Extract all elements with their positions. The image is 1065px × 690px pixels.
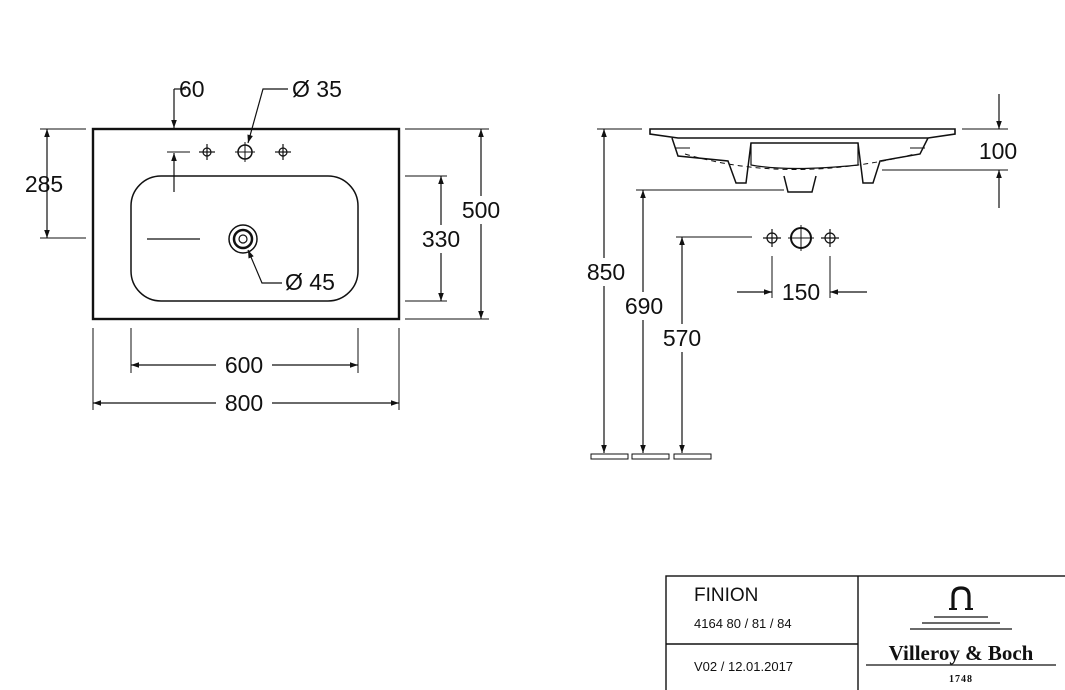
brand-logo-icon <box>910 586 1012 630</box>
basin-outline <box>91 127 401 321</box>
top-view <box>40 88 489 410</box>
optional-hole-front-left <box>763 229 781 247</box>
floor-mark-2 <box>631 453 670 460</box>
waste-outlet <box>147 224 258 254</box>
title-block-frame <box>665 575 1065 690</box>
label-waste: Ø 45 <box>285 269 335 295</box>
label-500: 500 <box>462 197 500 223</box>
waste-spigot <box>783 175 817 193</box>
label-330: 330 <box>422 226 460 252</box>
leader-waste <box>247 249 282 284</box>
label-690: 690 <box>625 293 663 319</box>
tap-hole-front <box>788 225 814 251</box>
label-100: 100 <box>979 138 1017 164</box>
bowl-outline <box>130 175 359 302</box>
side-view <box>590 94 1008 460</box>
floor-mark-1 <box>590 453 629 460</box>
floor-mark-3 <box>673 453 712 460</box>
label-150: 150 <box>782 279 820 305</box>
product-name: FINION <box>694 585 758 606</box>
basin-top-slab <box>649 128 956 139</box>
brand-year: 1748 <box>949 674 973 685</box>
optional-hole-front-right <box>821 229 839 247</box>
optional-hole-left <box>199 144 215 160</box>
top-view-labels: 60 Ø 35 285 Ø 45 330 500 600 800 <box>25 76 508 416</box>
label-600: 600 <box>225 352 263 378</box>
label-850: 850 <box>587 259 625 285</box>
version-date: V02 / 12.01.2017 <box>694 659 793 674</box>
label-285: 285 <box>25 171 63 197</box>
label-570: 570 <box>663 325 701 351</box>
article-numbers: 4164 80 / 81 / 84 <box>694 616 792 631</box>
basin-profile <box>671 137 929 184</box>
side-view-labels: 100 850 690 570 150 <box>580 138 1017 352</box>
optional-hole-right <box>275 144 291 160</box>
leader-tap-hole <box>247 88 288 144</box>
label-60: 60 <box>179 76 205 102</box>
brand-name: Villeroy & Boch <box>889 641 1034 665</box>
label-tap-hole: Ø 35 <box>292 76 342 102</box>
title-block: FINION 4164 80 / 81 / 84 V02 / 12.01.201… <box>665 575 1065 690</box>
label-800: 800 <box>225 390 263 416</box>
